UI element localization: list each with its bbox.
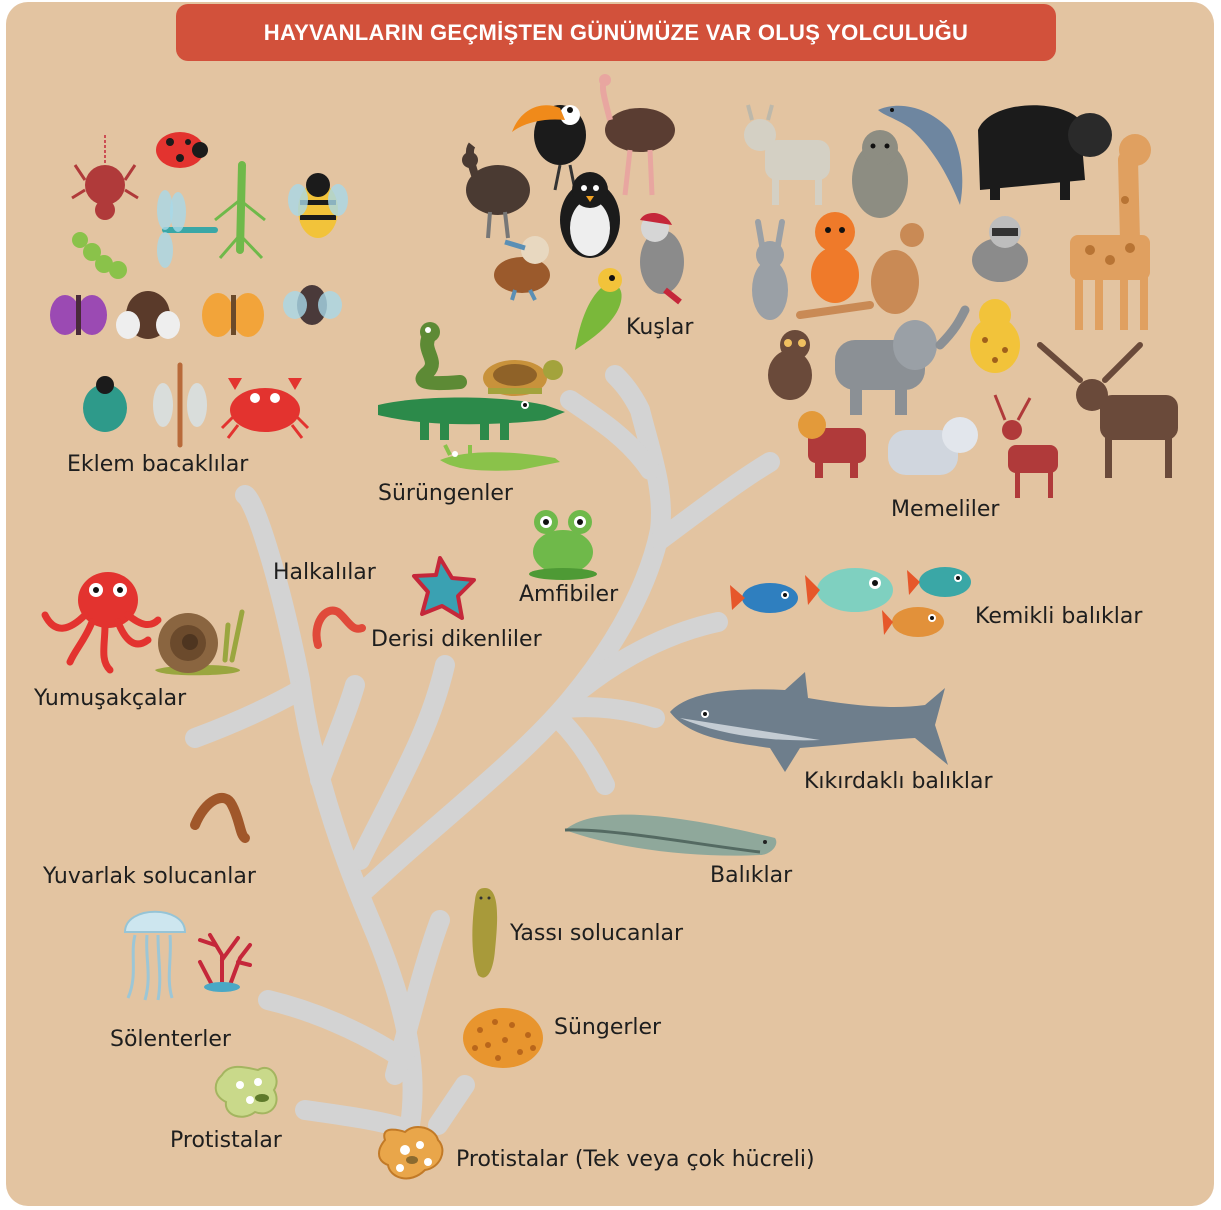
seal-icon xyxy=(852,130,908,218)
rabbit-icon xyxy=(752,222,788,320)
ostrich-icon xyxy=(599,74,675,195)
bison-icon xyxy=(978,105,1112,200)
caterpillar-icon xyxy=(72,232,127,279)
bony-fish-icon-2 xyxy=(805,568,893,612)
mantis-icon xyxy=(215,165,265,258)
label-protistalar: Protistalar xyxy=(170,1128,282,1153)
label-amfibiler: Amfibiler xyxy=(519,582,618,607)
goat-icon xyxy=(744,105,830,205)
beetle-icon xyxy=(116,291,180,339)
turtle-icon xyxy=(483,360,563,396)
branch-amphibian xyxy=(660,462,770,540)
label-derisi-dikenliler: Derisi dikenliler xyxy=(371,627,542,652)
fly-icon xyxy=(283,285,342,325)
butterfly-purple-icon xyxy=(50,295,107,335)
frog-icon xyxy=(529,510,597,580)
spider-icon xyxy=(72,135,138,220)
bony-fish-icon-1 xyxy=(730,583,798,613)
label-sungerler: Süngerler xyxy=(554,1015,661,1040)
snail-icon xyxy=(155,612,242,675)
mosquito-icon xyxy=(153,365,207,445)
branch-root-right xyxy=(438,1085,465,1125)
monkey-icon xyxy=(768,330,812,400)
label-kuslar: Kuşlar xyxy=(626,315,693,340)
eel-icon xyxy=(565,815,776,856)
snake-icon xyxy=(420,322,460,383)
label-yuvarlak-solucanlar: Yuvarlak solucanlar xyxy=(43,864,256,889)
penguin-icon xyxy=(560,172,620,258)
sponge-icon xyxy=(463,1008,543,1068)
crocodile-icon xyxy=(378,398,565,441)
label-memeliler: Memeliler xyxy=(891,497,999,522)
label-kemikli-baliklar: Kemikli balıklar xyxy=(975,604,1142,629)
octopus-icon xyxy=(45,572,158,670)
deer-icon xyxy=(995,395,1058,498)
label-surungenler: Sürüngenler xyxy=(378,481,513,506)
fox-icon xyxy=(811,212,859,303)
branch-solenter xyxy=(268,1000,405,1060)
branch-root-left xyxy=(305,1110,410,1130)
annelid-worm-icon xyxy=(316,611,362,645)
polar-bear-icon xyxy=(888,417,978,475)
moose-icon xyxy=(1040,345,1178,478)
branch-annelid xyxy=(320,685,355,780)
label-solenterler: Sölenterler xyxy=(110,1027,231,1052)
label-kikirdakli-baliklar: Kıkırdaklı balıklar xyxy=(804,769,993,794)
branch-mollusc xyxy=(195,690,300,738)
jellyfish-icon xyxy=(125,912,185,1000)
bony-fish-icon-3 xyxy=(907,567,971,597)
ox-icon xyxy=(798,411,866,478)
flatworm-icon xyxy=(472,888,497,978)
dragonfly-icon xyxy=(157,190,215,268)
branch-cartilage xyxy=(565,707,655,718)
coral-icon xyxy=(200,935,250,992)
elephant-icon xyxy=(835,310,965,415)
bee-icon xyxy=(288,173,348,238)
emu-icon xyxy=(462,145,530,238)
label-yumusakcalar: Yumuşakçalar xyxy=(34,686,186,711)
roundworm-icon xyxy=(195,798,245,838)
scarab-icon xyxy=(83,376,127,432)
parrot-green-icon xyxy=(575,268,622,350)
ladybug-icon xyxy=(156,132,208,168)
bony-fish-icon-4 xyxy=(882,607,944,637)
butterfly-orange-icon xyxy=(202,293,264,337)
label-halkalilar: Halkalılar xyxy=(273,560,376,585)
raccoon-icon xyxy=(972,216,1028,282)
booby-icon xyxy=(494,236,550,300)
shark-icon xyxy=(670,672,948,772)
label-protistalar-root: Protistalar (Tek veya çok hücreli) xyxy=(456,1147,815,1172)
starfish-icon xyxy=(414,558,474,618)
leopard-icon xyxy=(970,299,1020,373)
label-eklem-bacaklilar: Eklem bacaklılar xyxy=(67,452,248,477)
protist-root-icon xyxy=(379,1127,442,1179)
branch-eel xyxy=(560,720,605,785)
label-baliklar: Balıklar xyxy=(710,863,792,888)
protist-icon xyxy=(216,1067,277,1117)
parrot-grey-icon xyxy=(640,213,684,302)
label-yassi-solucanlar: Yassı solucanlar xyxy=(510,921,683,946)
lizard-icon xyxy=(440,445,560,471)
crab-icon xyxy=(222,378,308,438)
